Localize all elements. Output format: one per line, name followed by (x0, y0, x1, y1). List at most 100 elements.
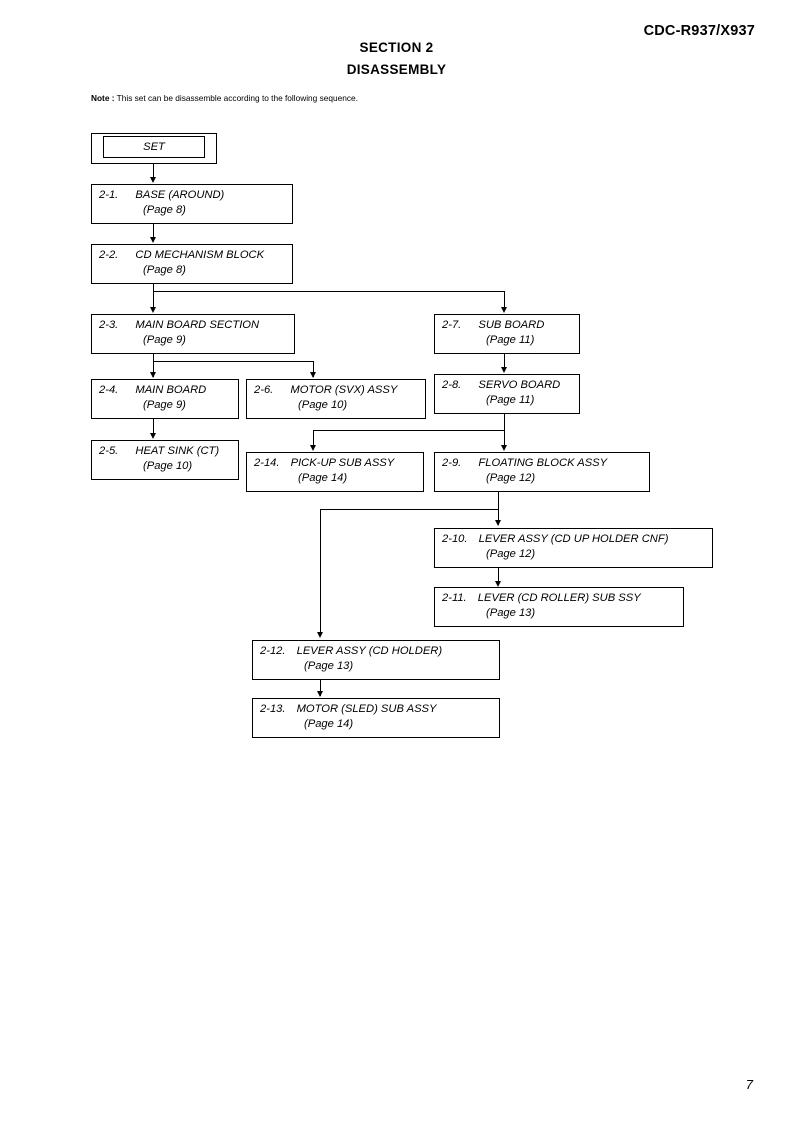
connector-2-2-branch-horizontal (153, 291, 505, 293)
connector-2-9-to-2-12-long (320, 509, 322, 635)
flow-node-2-12: 2-12. LEVER ASSY (CD HOLDER) (Page 13) (252, 640, 500, 680)
connector-2-3-stub (153, 354, 155, 362)
connector-2-2-to-2-3 (153, 291, 155, 311)
connector-2-3-to-2-4 (153, 361, 155, 377)
arrowhead-2-9-to-2-10 (495, 520, 501, 526)
connector-2-8-branch-horizontal (313, 430, 505, 432)
flow-node-2-3: 2-3. MAIN BOARD SECTION (Page 9) (91, 314, 295, 354)
arrowhead-2-10-to-2-11 (495, 581, 501, 587)
flow-node-2-5-num: 2-5. (99, 445, 119, 457)
flow-node-set-label: SET (143, 141, 165, 153)
flow-node-2-14: 2-14. PICK-UP SUB ASSY (Page 14) (246, 452, 424, 492)
connector-2-9-to-2-10 (498, 509, 500, 525)
flow-node-2-14-num: 2-14. (254, 457, 280, 469)
arrowhead-2-8-to-2-9 (501, 445, 507, 451)
connector-2-8-stub (504, 414, 506, 431)
connector-2-9-stub (498, 492, 500, 510)
flow-node-2-13-num: 2-13. (260, 703, 286, 715)
flow-node-2-6-page: (Page 10) (298, 399, 348, 411)
flow-node-2-11-page: (Page 13) (486, 607, 536, 619)
flow-node-2-7-page: (Page 11) (486, 334, 535, 346)
arrowhead-2-8-to-2-14 (310, 445, 316, 451)
arrowhead-2-3-to-2-6 (310, 372, 316, 378)
section-subtitle: DISASSEMBLY (346, 62, 447, 77)
flow-node-2-7-num: 2-7. (442, 319, 462, 331)
flow-node-2-10-page: (Page 12) (486, 548, 536, 560)
flow-node-2-4-page: (Page 9) (143, 399, 186, 411)
connector-2-9-branch-horizontal (320, 509, 499, 511)
connector-2-2-stub (153, 284, 155, 292)
flow-node-2-7-title: SUB BOARD (478, 319, 545, 331)
flow-node-2-8-title: SERVO BOARD (478, 379, 561, 391)
flow-node-2-6-num: 2-6. (254, 384, 274, 396)
flow-node-2-11-title: LEVER (CD ROLLER) SUB SSY (477, 592, 641, 604)
flow-node-2-3-num: 2-3. (99, 319, 119, 331)
flow-node-2-9-title: FLOATING BLOCK ASSY (478, 457, 608, 469)
flow-node-2-1-num: 2-1. (99, 189, 119, 201)
connector-2-7-to-2-8 (504, 354, 506, 371)
connector-2-2-to-2-7 (504, 291, 506, 311)
flow-node-2-9-page: (Page 12) (486, 472, 536, 484)
flow-node-2-6: 2-6. MOTOR (SVX) ASSY (Page 10) (246, 379, 426, 419)
flow-node-2-2-page: (Page 8) (143, 264, 186, 276)
arrowhead-2-9-to-2-12 (317, 632, 323, 638)
flow-node-2-1-title: BASE (AROUND) (135, 189, 225, 201)
flow-node-2-14-title: PICK-UP SUB ASSY (290, 457, 395, 469)
flow-node-2-4: 2-4. MAIN BOARD (Page 9) (91, 379, 239, 419)
flow-node-2-3-page: (Page 9) (143, 334, 186, 346)
note-line: Note : This set can be disassemble accor… (91, 93, 358, 103)
flow-node-2-12-title: LEVER ASSY (CD HOLDER) (296, 645, 443, 657)
connector-2-10-to-2-11 (498, 568, 500, 585)
flow-node-2-2-num: 2-2. (99, 249, 119, 261)
flow-node-2-10-num: 2-10. (442, 533, 468, 545)
flow-node-2-8-page: (Page 11) (486, 394, 535, 406)
arrowhead-2-2-to-2-3 (150, 307, 156, 313)
arrowhead-2-1-to-2-2 (150, 237, 156, 243)
arrowhead-2-4-to-2-5 (150, 433, 156, 439)
note-label: Note : (91, 93, 115, 103)
flow-node-set: SET (103, 136, 205, 158)
connector-2-8-to-2-14 (313, 430, 315, 449)
flow-node-2-2-title: CD MECHANISM BLOCK (135, 249, 265, 261)
arrowhead-2-3-to-2-4 (150, 372, 156, 378)
flow-node-2-1: 2-1. BASE (AROUND) (Page 8) (91, 184, 293, 224)
flow-node-2-8: 2-8. SERVO BOARD (Page 11) (434, 374, 580, 414)
flow-node-2-5-title: HEAT SINK (CT) (135, 445, 220, 457)
flow-node-2-10: 2-10. LEVER ASSY (CD UP HOLDER CNF) (Pag… (434, 528, 713, 568)
flow-node-2-6-title: MOTOR (SVX) ASSY (290, 384, 398, 396)
connector-2-3-to-2-6 (313, 361, 315, 377)
flow-node-2-12-page: (Page 13) (304, 660, 354, 672)
flow-node-2-4-num: 2-4. (99, 384, 119, 396)
flow-node-2-2: 2-2. CD MECHANISM BLOCK (Page 8) (91, 244, 293, 284)
connector-2-4-to-2-5 (153, 419, 155, 437)
connector-2-1-to-2-2 (153, 224, 155, 241)
flow-node-2-11-num: 2-11. (442, 592, 467, 604)
connector-set-to-2-1 (153, 164, 155, 181)
connector-2-8-to-2-9 (504, 430, 506, 449)
flow-node-2-10-title: LEVER ASSY (CD UP HOLDER CNF) (478, 533, 669, 545)
flow-node-2-13-title: MOTOR (SLED) SUB ASSY (296, 703, 437, 715)
connector-2-12-to-2-13 (320, 680, 322, 696)
arrowhead-2-12-to-2-13 (317, 691, 323, 697)
flow-node-2-1-page: (Page 8) (143, 204, 186, 216)
flow-node-2-5-page: (Page 10) (143, 460, 193, 472)
flow-node-2-9: 2-9. FLOATING BLOCK ASSY (Page 12) (434, 452, 650, 492)
arrowhead-set-to-2-1 (150, 177, 156, 183)
flow-node-2-13-page: (Page 14) (304, 718, 354, 730)
flow-node-2-9-num: 2-9. (442, 457, 462, 469)
flow-node-2-7: 2-7. SUB BOARD (Page 11) (434, 314, 580, 354)
flow-node-2-12-num: 2-12. (260, 645, 286, 657)
page-number: 7 (745, 1077, 753, 1092)
flow-node-2-8-num: 2-8. (442, 379, 462, 391)
arrowhead-2-2-to-2-7 (501, 307, 507, 313)
flow-node-2-11: 2-11. LEVER (CD ROLLER) SUB SSY (Page 13… (434, 587, 684, 627)
flow-node-2-5: 2-5. HEAT SINK (CT) (Page 10) (91, 440, 239, 480)
model-code: CDC-R937/X937 (643, 23, 755, 39)
note-text: This set can be disassemble according to… (116, 93, 358, 103)
section-title: SECTION 2 (359, 40, 434, 55)
flow-node-2-13: 2-13. MOTOR (SLED) SUB ASSY (Page 14) (252, 698, 500, 738)
flow-node-2-14-page: (Page 14) (298, 472, 348, 484)
connector-2-3-branch-horizontal (153, 361, 314, 363)
arrowhead-2-7-to-2-8 (501, 367, 507, 373)
